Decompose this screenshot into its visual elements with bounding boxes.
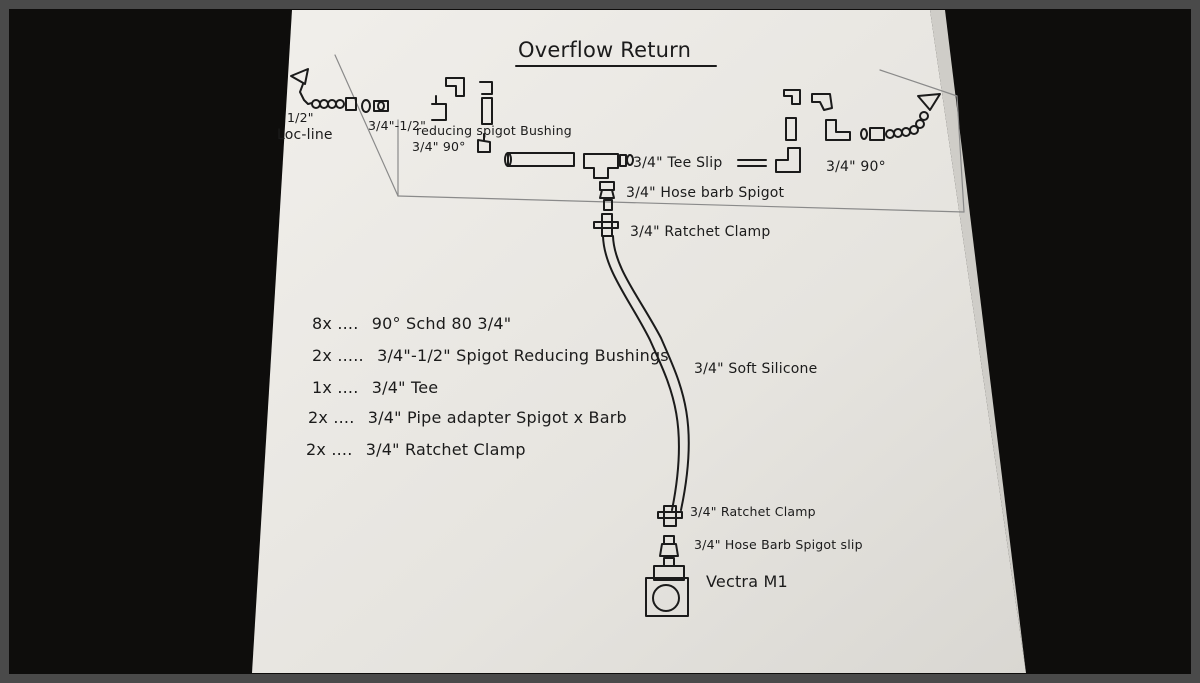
pump-icon	[645, 565, 689, 617]
hose-barb-bottom-label: 3/4" Hose Barb Spigot slip	[694, 537, 863, 552]
sump-outline	[334, 54, 965, 213]
silicone-hose-icon	[602, 235, 690, 511]
left-elbow-set-icon	[431, 77, 493, 153]
ratchet-bottom-label: 3/4" Ratchet Clamp	[690, 504, 816, 519]
parts-desc: 3/4" Ratchet Clamp	[365, 440, 526, 459]
parts-qty: 1x ....	[312, 378, 359, 397]
ratchet-clamp-top-icon	[593, 213, 619, 237]
lac-line-label: Loc-line	[277, 127, 333, 143]
ratchet-top-label: 3/4" Ratchet Clamp	[630, 224, 771, 240]
hose-barb-top-label: 3/4" Hose barb Spigot	[626, 185, 785, 201]
ratchet-clamp-bottom-icon	[657, 505, 683, 527]
paper-edge-shadow	[930, 10, 1026, 673]
parts-list-item: 1x .... 3/4" Tee	[312, 380, 438, 396]
parts-qty: 2x ....	[306, 440, 353, 459]
right-loc-line-icon	[860, 93, 941, 141]
parts-list-item: 8x .... 90° Schd 80 3/4"	[312, 316, 511, 332]
parts-list-item: 2x .... 3/4" Ratchet Clamp	[306, 442, 526, 458]
tee-fitting-icon	[583, 153, 634, 179]
paper-surface	[252, 10, 1026, 673]
lac-line-size-label: 1/2"	[287, 110, 314, 125]
reducing-bushing-icon	[361, 99, 389, 113]
return-pipe-icon	[504, 152, 575, 167]
parts-desc: 3/4" Tee	[371, 378, 439, 397]
pump-label: Vectra M1	[706, 572, 788, 591]
left-loc-line-icon	[290, 68, 357, 111]
parts-list-item: 2x ..... 3/4"-1/2" Spigot Reducing Bushi…	[312, 348, 669, 364]
page-title: Overflow Return	[518, 38, 692, 62]
parts-qty: 8x ....	[312, 314, 359, 333]
reducer-size-label: 3/4"-1/2"	[368, 118, 427, 133]
tee-slip-icon	[737, 147, 801, 173]
parts-desc: 3/4" Pipe adapter Spigot x Barb	[367, 408, 627, 427]
right-elbow-label: 3/4" 90°	[826, 159, 886, 175]
parts-desc: 3/4"-1/2" Spigot Reducing Bushings	[377, 346, 669, 365]
reducing-bushing-label: reducing spigot Bushing	[416, 123, 572, 138]
parts-list-item: 2x .... 3/4" Pipe adapter Spigot x Barb	[308, 410, 627, 426]
parts-qty: 2x .....	[312, 346, 364, 365]
right-elbow-set-icon	[783, 89, 851, 141]
parts-desc: 90° Schd 80 3/4"	[371, 314, 512, 333]
hose-barb-top-icon	[599, 181, 615, 211]
parts-qty: 2x ....	[308, 408, 355, 427]
soft-silicone-label: 3/4" Soft Silicone	[694, 361, 818, 377]
tee-slip-label: 3/4" Tee Slip	[633, 155, 723, 171]
left-elbow-label: 3/4" 90°	[412, 139, 466, 154]
hose-barb-bottom-icon	[659, 535, 679, 567]
